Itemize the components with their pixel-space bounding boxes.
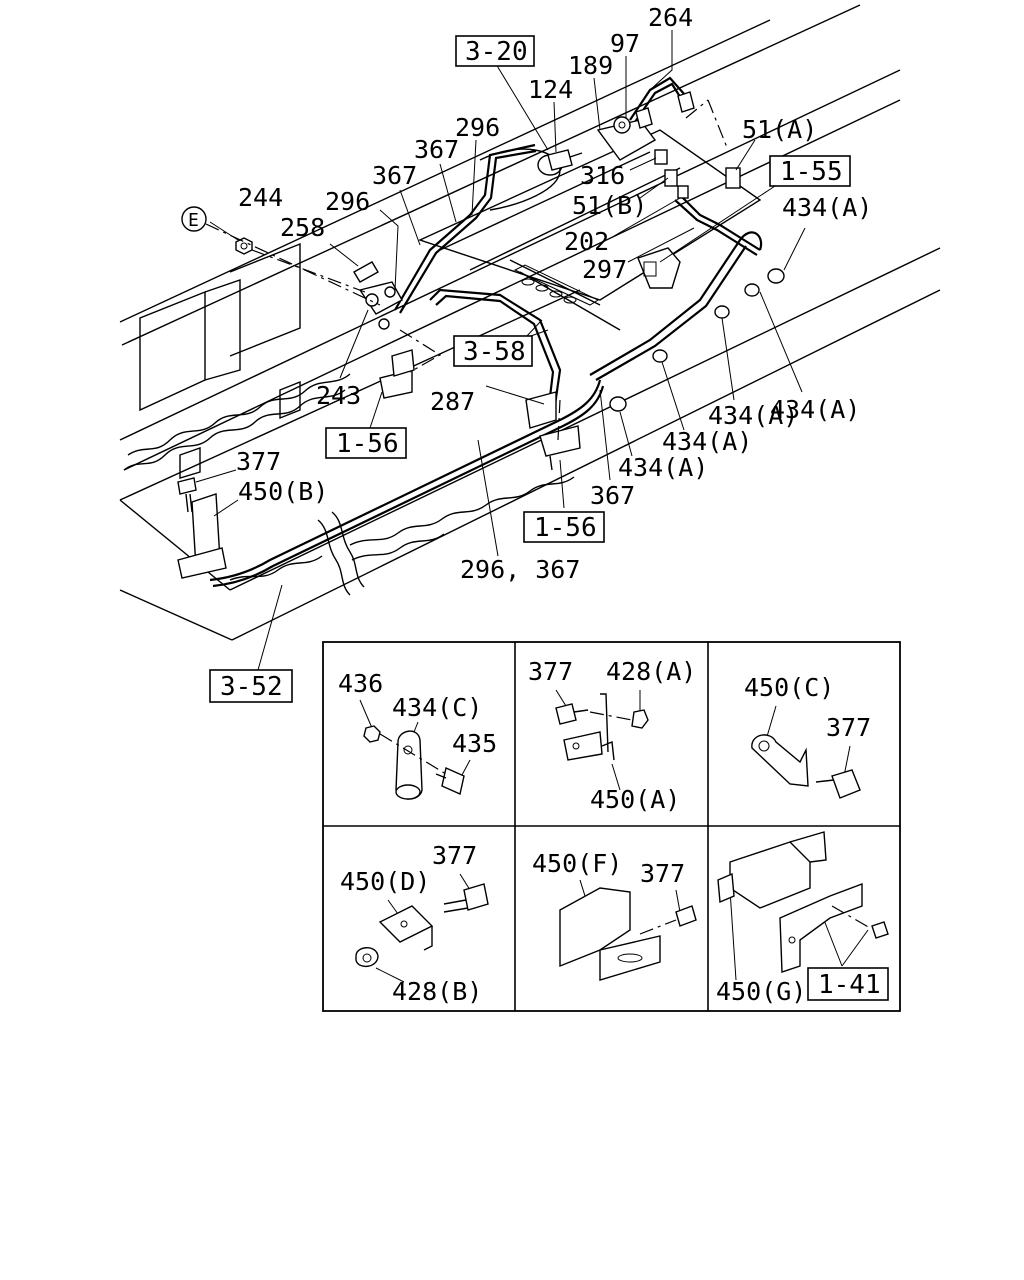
callout-51b: 51(B) [572,191,647,220]
callout-287: 287 [430,387,475,416]
svg-text:450(D): 450(D) [340,867,430,896]
callout-316: 316 [580,161,625,190]
callout-367-low: 367 [590,481,635,510]
callout-202: 202 [564,227,609,256]
callout-51a: 51(A) [742,115,817,144]
callout-434a-1: 434(A) [782,193,872,222]
svg-text:377: 377 [826,713,871,742]
chassis-frame [119,4,941,641]
brake-pipes [209,76,785,588]
ref-box-3-52[interactable]: 3-52 [209,669,293,703]
detail-434c: 436 434(C) 435 [338,669,497,800]
callout-434a-2: 434(A) [770,395,860,424]
callout-243: 243 [316,381,361,410]
svg-text:450(C): 450(C) [744,673,834,702]
callout-367-mid: 367 [372,161,417,190]
ref-box-1-55[interactable]: 1-55 [769,155,851,187]
svg-text:450(A): 450(A) [590,785,680,814]
components [177,91,741,579]
ref-box-1-56-lower[interactable]: 1-56 [523,511,605,543]
callout-377: 377 [236,447,281,476]
svg-text:428(B): 428(B) [392,977,482,1006]
callout-244: 244 [238,183,283,212]
detail-450c: 450(C) 377 [744,673,871,799]
callout-296-top: 296 [455,113,500,142]
callout-434a-3: 434(A) [708,401,798,430]
detail-450f: 450(F) 377 [532,849,697,981]
svg-text:377: 377 [432,841,477,870]
svg-text:377: 377 [528,657,573,686]
svg-text:428(A): 428(A) [606,657,696,686]
callout-258: 258 [280,213,325,242]
view-marker-e: E [188,210,199,231]
svg-text:377: 377 [640,859,685,888]
ref-box-1-56-upper[interactable]: 1-56 [325,427,407,459]
svg-text:1-56: 1-56 [336,429,399,459]
callout-434a-5: 434(A) [618,453,708,482]
svg-text:1-41: 1-41 [818,970,881,1000]
detail-450a: 377 428(A) 450(A) [528,657,696,814]
svg-text:1-55: 1-55 [780,157,843,187]
ref-box-3-20[interactable]: 3-20 [455,35,535,67]
callout-124: 124 [528,75,573,104]
svg-text:436: 436 [338,669,383,698]
callout-450b: 450(B) [238,477,328,506]
svg-text:3-20: 3-20 [465,37,528,67]
callout-297: 297 [582,255,627,284]
svg-text:434(C): 434(C) [392,693,482,722]
detail-450g: 450(G) 1-41 [716,831,889,1006]
leader-lines [195,30,806,671]
callout-296-367: 296, 367 [460,555,580,584]
svg-text:1-56: 1-56 [534,513,597,543]
ref-box-3-58[interactable]: 3-58 [453,335,533,367]
svg-text:3-58: 3-58 [463,337,526,367]
callout-434a-4: 434(A) [662,427,752,456]
callout-264: 264 [648,3,693,32]
svg-text:3-52: 3-52 [220,672,283,702]
svg-text:450(G): 450(G) [716,977,806,1006]
callout-296-mid: 296 [325,187,370,216]
detail-450d: 377 450(D) 428(B) [340,841,489,1006]
svg-text:450(F): 450(F) [532,849,622,878]
callout-189: 189 [568,51,613,80]
detail-grid: 436 434(C) 435 377 428(A) 450(A) [322,641,901,1012]
svg-text:435: 435 [452,729,497,758]
callout-367-top: 367 [414,135,459,164]
callout-labels: 264 97 189 124 51(A) 296 367 367 316 51(… [236,3,872,584]
reference-boxes: 3-20 1-55 3-58 1-56 1-56 3-52 E [188,35,851,703]
ref-box-1-41[interactable]: 1-41 [807,967,889,1001]
callout-97: 97 [610,29,640,58]
